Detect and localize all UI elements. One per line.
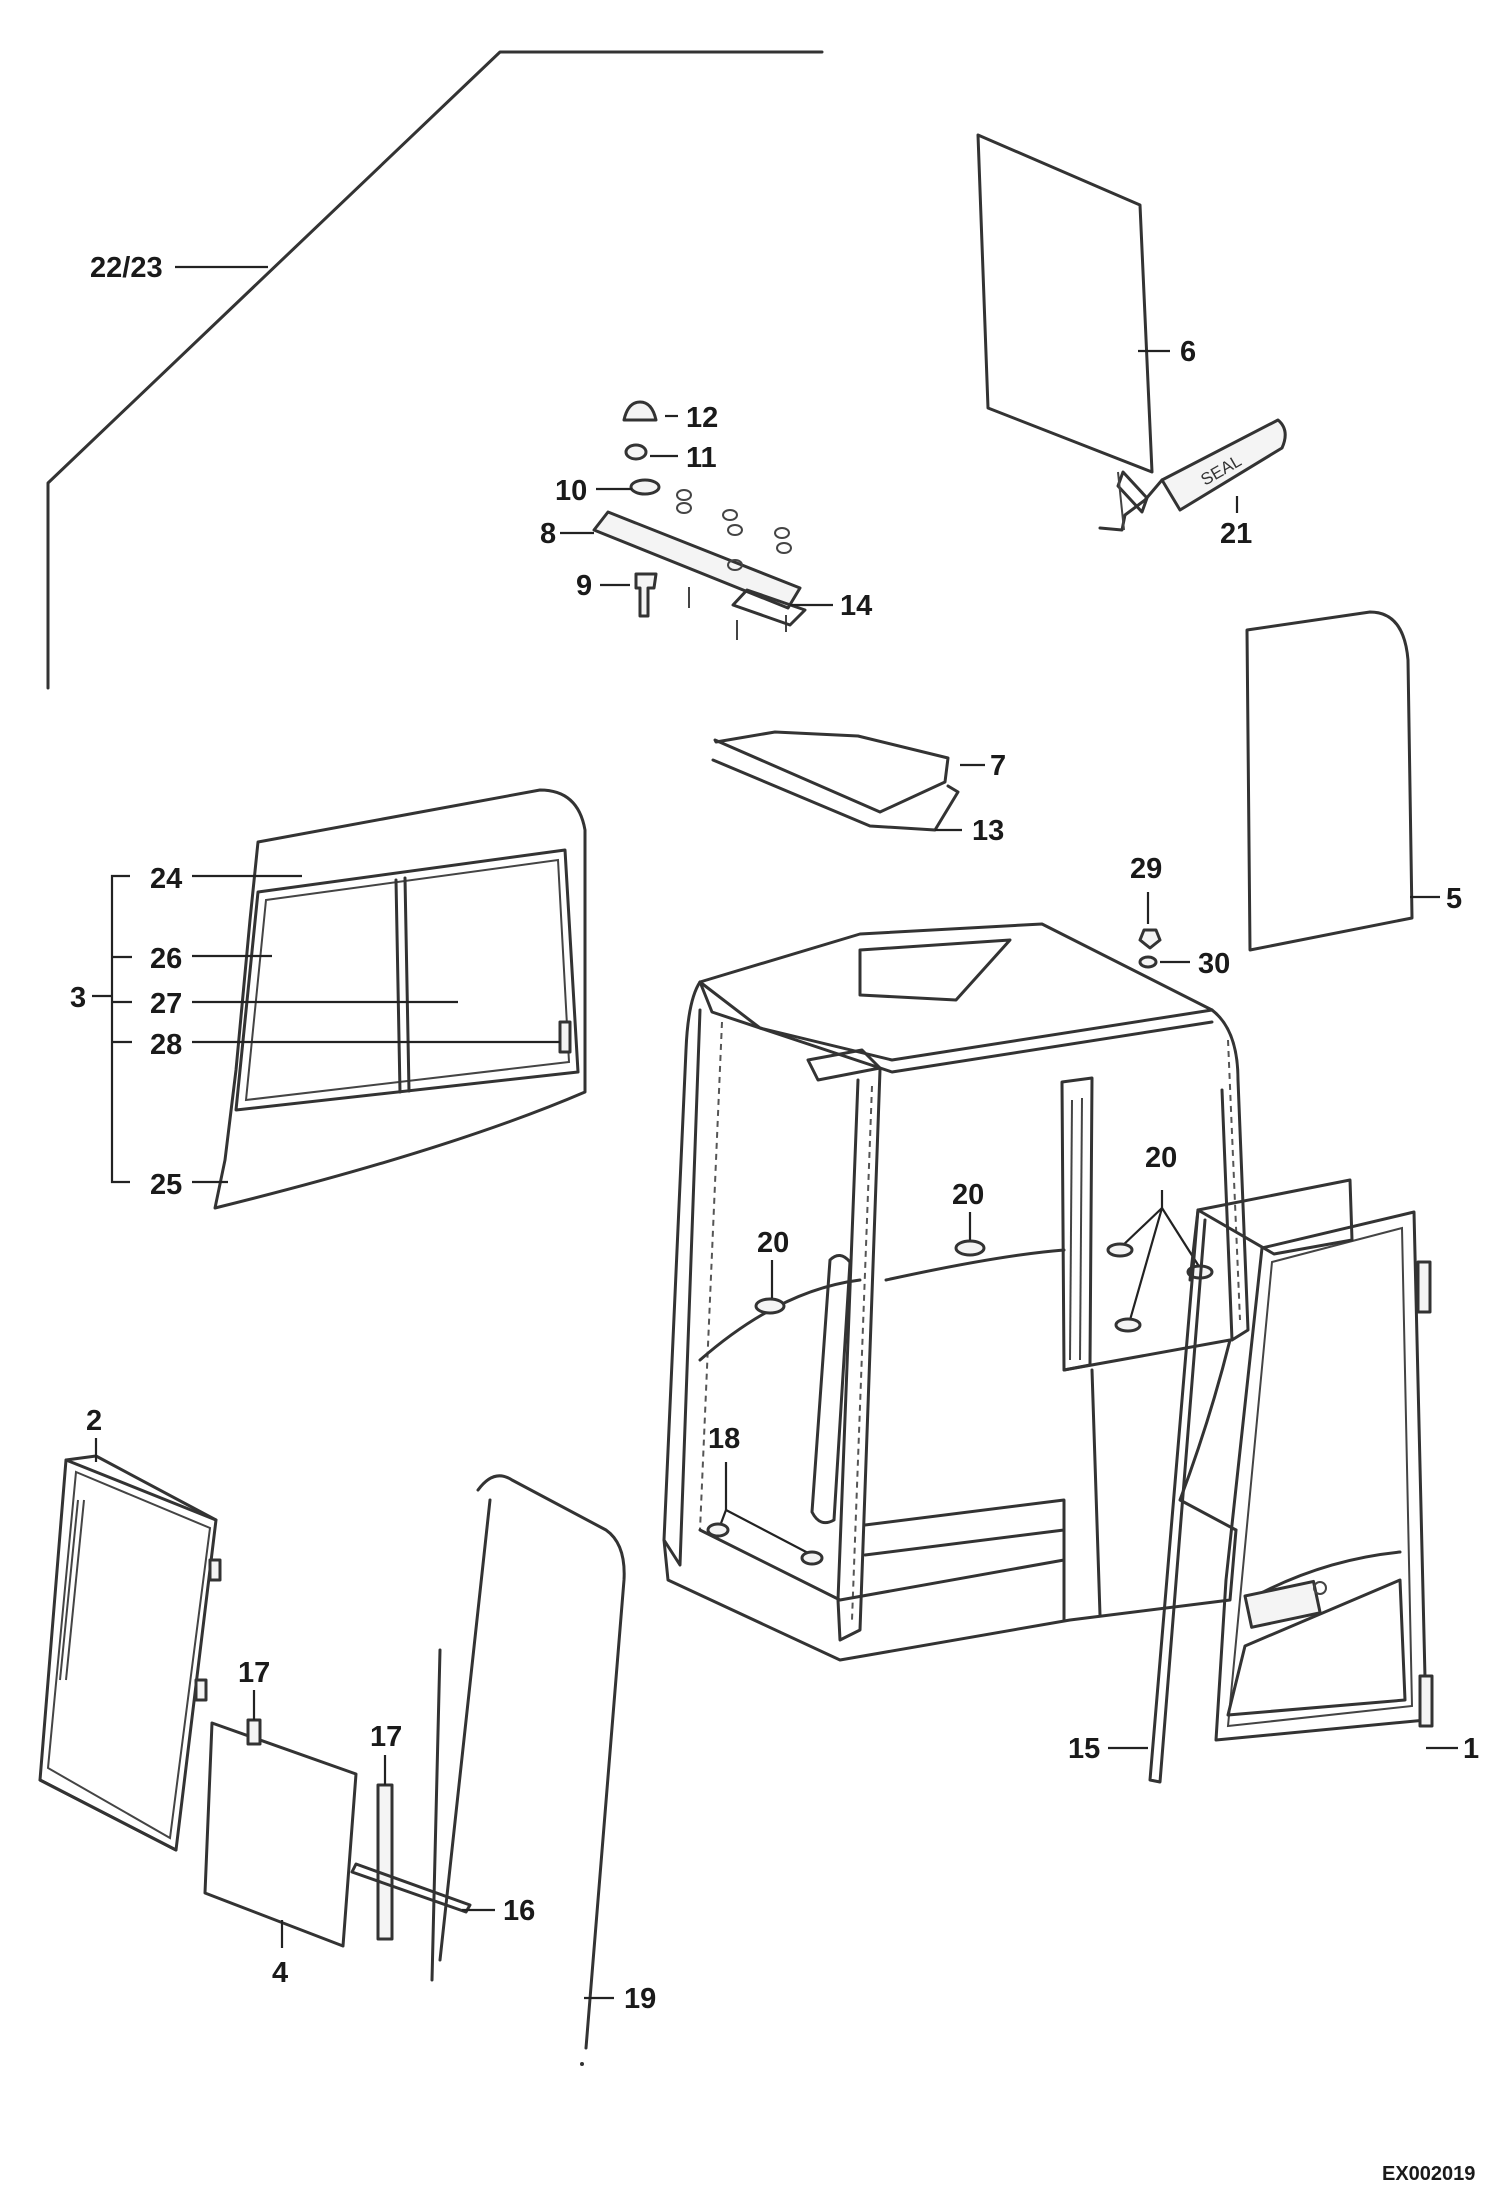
part-2-side-window-frame: 2: [38, 1405, 222, 1852]
label-4: 4: [272, 1957, 288, 1989]
label-12: 12: [686, 402, 718, 434]
label-18: 18: [708, 1423, 740, 1455]
part-8-hatch-plate: 8: [540, 489, 802, 610]
label-28: 28: [150, 1029, 182, 1061]
label-30: 30: [1198, 948, 1230, 980]
part-21-seal-tube: SEAL 21: [1098, 418, 1287, 550]
label-11: 11: [686, 442, 717, 474]
label-17a: 17: [238, 1657, 270, 1689]
part-7-roof-glass: 7: [713, 730, 1006, 814]
part-10-washer: 10: [555, 475, 661, 507]
part-14-gasket: 14: [731, 588, 872, 627]
part-11-nut: 11: [624, 442, 717, 474]
label-1: 1: [1463, 1733, 1479, 1765]
part-19-seal-strip: 19: [438, 1474, 656, 2066]
cab-frame: [662, 922, 1250, 1662]
label-19: 19: [624, 1983, 656, 2015]
part-17-spacers: 17 17: [238, 1657, 402, 1941]
part-15-strip: 15: [1068, 1208, 1207, 1784]
label-14: 14: [840, 590, 872, 622]
label-20b: 20: [952, 1179, 984, 1211]
part-4-small-glass: 4: [203, 1721, 358, 1989]
label-17b: 17: [370, 1721, 402, 1753]
part-29-nut: 29: [1130, 853, 1162, 950]
part-13-roof-seal: 13: [711, 758, 1004, 847]
part-5-side-glass: 5: [1245, 610, 1462, 952]
part-18-fasteners: 18: [706, 1423, 824, 1566]
part-9-bolt: 9: [576, 570, 787, 640]
label-7: 7: [990, 750, 1006, 782]
label-20c: 20: [1145, 1142, 1177, 1174]
label-16: 16: [503, 1895, 535, 1927]
part-16-rail: 16: [350, 1648, 535, 1982]
label-20a: 20: [757, 1227, 789, 1259]
label-10: 10: [555, 475, 587, 507]
label-27: 27: [150, 988, 182, 1020]
label-26: 26: [150, 943, 182, 975]
label-8: 8: [540, 518, 556, 550]
part-6-glass-panel: 6: [976, 133, 1196, 474]
label-13: 13: [972, 815, 1004, 847]
label-6: 6: [1180, 336, 1196, 368]
label-9: 9: [576, 570, 592, 602]
part-1-door: 1: [1214, 1210, 1479, 1765]
label-22-23: 22/23: [90, 252, 163, 284]
label-29: 29: [1130, 853, 1162, 885]
part-12-cap: 12: [622, 400, 718, 434]
part-3-front-window-assembly: 3 24 26 27 28 25: [70, 788, 587, 1210]
reference-code: EX002019: [1382, 2163, 1475, 2185]
label-5: 5: [1446, 883, 1462, 915]
label-2: 2: [86, 1405, 102, 1437]
label-3: 3: [70, 982, 86, 1014]
part-30-washer: 30: [1138, 948, 1230, 980]
label-15: 15: [1068, 1733, 1100, 1765]
part-22-23-outline: 22/23: [46, 50, 824, 690]
part-20-clips: 20 20 20: [754, 1142, 1214, 1333]
label-25: 25: [150, 1169, 182, 1201]
label-24: 24: [150, 863, 182, 895]
label-21: 21: [1220, 518, 1252, 550]
